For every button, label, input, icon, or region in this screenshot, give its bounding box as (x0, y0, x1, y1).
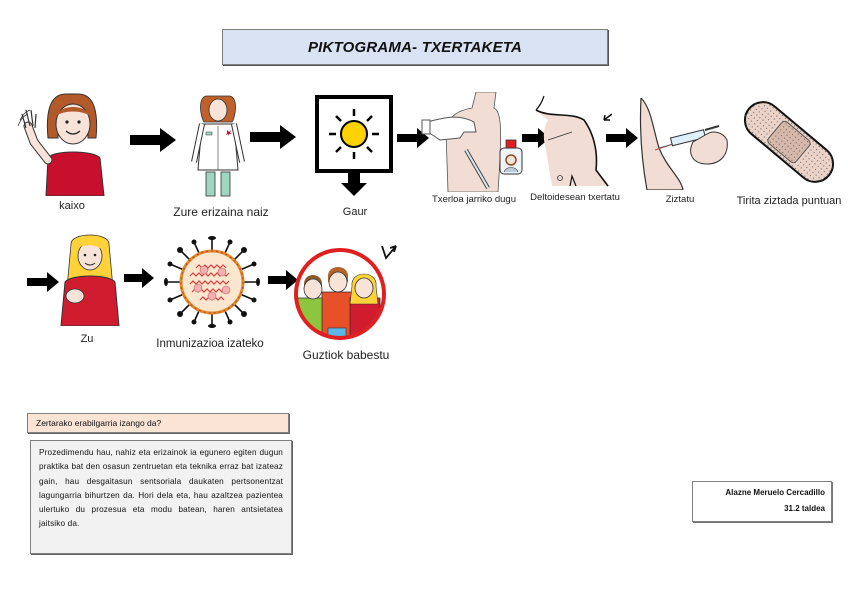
protected-group-icon (294, 245, 397, 340)
description-box: Prozedimendu hau, nahiz eta erizainok ia… (30, 440, 292, 554)
author-name: Alazne Meruelo Cercadillo (725, 488, 825, 497)
label-inmunizazioa-izateko: Inmunizazioa izateko (156, 338, 264, 350)
syringe-arm-icon (639, 98, 728, 190)
arrow-right-icon (27, 272, 59, 292)
label-zu: Zu (80, 333, 94, 345)
author-box: Alazne Meruelo Cercadillo 31.2 taldea (692, 481, 832, 522)
waving-girl-icon (18, 93, 105, 196)
pointing-woman-icon (60, 234, 120, 326)
nurse-icon (191, 95, 245, 197)
question-text: Zertarako erabilgarria izango da? (36, 418, 162, 428)
virus-icon (164, 236, 260, 328)
deltoid-icon (535, 95, 612, 187)
arrow-right-icon (268, 270, 298, 290)
label-guztiok-babestu: Guztiok babestu (302, 348, 390, 362)
page-title: PIKTOGRAMA- TXERTAKETA (307, 38, 523, 56)
label-zure-erizaina-naiz: Zure erizaina naiz (173, 205, 269, 219)
question-box: Zertarako erabilgarria izango da? (27, 413, 289, 433)
label-ziztatu: Ziztatu (665, 194, 695, 205)
bandage-icon (743, 101, 835, 183)
arrow-right-icon (606, 128, 638, 148)
label-kaixo: kaixo (59, 200, 85, 212)
description-text: Prozedimendu hau, nahiz eta erizainok ia… (39, 448, 283, 529)
arrow-right-icon (522, 128, 550, 148)
label-txerloa-jarriko-dugu: Txerloa jarriko dugu (432, 194, 516, 205)
label-gaur: Gaur (342, 206, 368, 218)
today-sun-icon (315, 95, 393, 196)
arrow-right-icon (250, 125, 296, 149)
label-tirita-ziztada-puntuan: Tirita ziztada puntuan (736, 195, 842, 207)
author-group: 31.2 taldea (784, 504, 825, 513)
page-title-box: PIKTOGRAMA- TXERTAKETA (222, 29, 608, 65)
arrow-right-icon (397, 128, 429, 148)
label-deltoidesean-txertatu: Deltoidesean txertatu (530, 192, 620, 203)
arrow-right-icon (124, 268, 154, 288)
arrow-right-icon (130, 128, 176, 152)
shoulder-injection-icon (421, 92, 523, 192)
